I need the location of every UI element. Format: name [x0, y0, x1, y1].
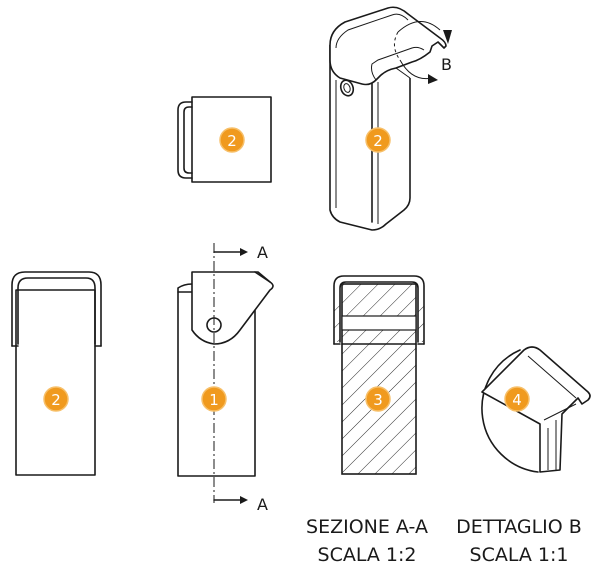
isometric-view: B: [329, 6, 452, 231]
side-view-hinge: [191, 271, 274, 345]
detail-circle-left: [394, 31, 401, 61]
detail-fold-line: [527, 355, 577, 399]
detail-profile: [481, 346, 591, 473]
marker-section: 3: [365, 386, 391, 412]
iso-cap-inner: [335, 13, 409, 49]
front-view-body: [15, 289, 96, 476]
section-scale: SCALA 1:2: [318, 544, 417, 566]
side-view-top-left: [177, 283, 193, 293]
marker-front-left: 2: [43, 386, 69, 412]
iso-cap-fold: [371, 46, 425, 81]
section-clip-outer: [333, 275, 425, 345]
marker-top-block: 2: [219, 127, 245, 153]
marker-iso-view: 2: [365, 127, 391, 153]
svg-text:3: 3: [373, 391, 383, 409]
side-view: A A: [177, 243, 274, 514]
iso-pin-hole: [339, 79, 355, 97]
section-clip-inner: [339, 281, 419, 343]
top-view: [177, 96, 272, 183]
section-gap-band: [341, 315, 417, 331]
detail-arrow-down: [428, 74, 438, 84]
front-view-left: [11, 271, 102, 476]
svg-text:2: 2: [227, 132, 237, 150]
detail-boundary-arc: [481, 349, 539, 473]
section-clip-hatch-right: [418, 300, 424, 342]
front-view-clip-inner: [17, 277, 96, 345]
section-arrow-bottom-head: [240, 496, 248, 504]
detail-ref-label: B: [441, 55, 452, 74]
section-clip-hatch-left: [334, 300, 340, 342]
detail-arrow-up: [443, 30, 452, 44]
section-label-bottom: A: [257, 495, 268, 514]
iso-cap-corner: [395, 67, 411, 79]
svg-text:4: 4: [512, 391, 522, 409]
front-view-clip-outer: [11, 271, 102, 347]
section-hatched-body: [341, 283, 417, 475]
detail-title: DETTAGLIO B: [456, 516, 582, 538]
svg-text:2: 2: [373, 132, 383, 150]
detail-view: [481, 346, 591, 473]
detail-scale: SCALA 1:1: [470, 544, 569, 566]
detail-circle-top: [397, 21, 441, 33]
section-arrow-top-head: [240, 248, 248, 256]
svg-text:2: 2: [51, 391, 61, 409]
section-label-top: A: [257, 243, 268, 262]
detail-inner-edge: [543, 403, 577, 421]
marker-detail: 4: [504, 386, 530, 412]
top-view-clip-inner: [183, 106, 193, 174]
side-view-hinge-lip: [254, 271, 271, 283]
svg-text:1: 1: [209, 391, 219, 409]
top-view-clip-outer: [177, 101, 193, 179]
section-title: SEZIONE A-A: [306, 516, 428, 538]
marker-side-view: 1: [201, 386, 227, 412]
iso-pin-hole-inner: [343, 83, 351, 93]
section-view: [333, 275, 425, 475]
